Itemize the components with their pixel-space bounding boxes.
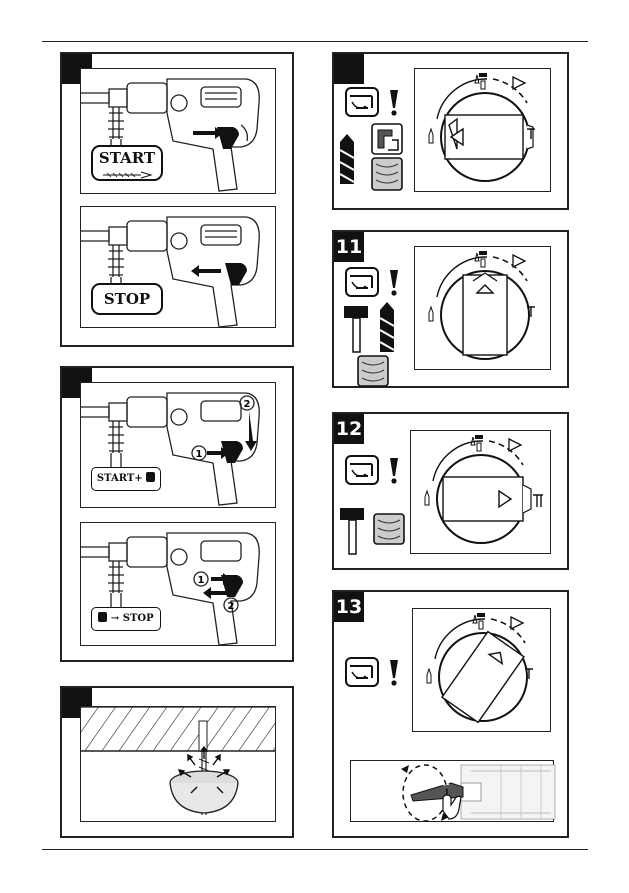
lock-icon: [98, 612, 107, 622]
chuck-icon: [351, 761, 555, 823]
material-stone-icon: [372, 158, 402, 190]
material-stone-icon: [374, 514, 404, 544]
stop-label-box: STOP: [91, 283, 163, 315]
figure-13: 13: [332, 590, 569, 838]
mode-dial-illustration: [412, 608, 551, 732]
step-2-label: 2: [228, 601, 235, 612]
unplug-warning-icon: [346, 88, 406, 118]
stop-label: STOP: [104, 290, 150, 308]
unplug-warning-icon: [346, 268, 406, 298]
start-lock-label-box: START+: [91, 467, 161, 491]
stop-lock-label-box: → STOP: [91, 607, 161, 631]
figure-number: 12: [334, 414, 364, 444]
hammer-icon: [340, 508, 368, 554]
figure-lock: 1 2 START+ 1: [60, 366, 294, 662]
chuck-release-illustration: [350, 760, 554, 822]
stop-lock-label: STOP: [123, 613, 154, 624]
lock-icon: [146, 472, 155, 482]
step-1-label: 1: [196, 449, 203, 460]
mode-dial-illustration: [414, 246, 551, 370]
dust-cup-icon: [81, 707, 276, 822]
mode-dial-illustration: [410, 430, 551, 554]
step-2-label: 2: [244, 399, 251, 410]
hammer-icon: [344, 306, 372, 352]
figure-number: [334, 54, 364, 84]
figure-start-stop: START ST: [60, 52, 294, 347]
figure-dust-cup: [60, 686, 294, 838]
figure-number: 13: [334, 592, 364, 622]
material-stone-icon: [358, 356, 388, 386]
drill-bit-icon: [103, 171, 153, 179]
mode-dial-illustration: [414, 68, 551, 192]
start-lock-label: START+: [97, 473, 143, 484]
mode-dial-icon: [415, 69, 551, 192]
start-label-box: START: [91, 145, 163, 181]
figure-number: 11: [334, 232, 364, 262]
ceiling-drilling-illustration: [80, 706, 276, 822]
figure-12: 12: [332, 412, 569, 570]
unplug-warning-icon: [346, 456, 406, 486]
step-1-label: 1: [198, 575, 205, 586]
drill-stop-illustration: STOP: [80, 206, 276, 328]
drill-lock-on-illustration: 1 2 START+: [80, 382, 276, 508]
top-rule: [42, 41, 588, 42]
figure-11: 11: [332, 230, 569, 388]
mode-dial-icon: [411, 431, 551, 554]
drill-lock-off-illustration: 1 2 → STOP: [80, 522, 276, 646]
bottom-rule: [42, 849, 588, 850]
chisel-tool-icon: [372, 124, 402, 154]
drill-start-illustration: START: [80, 68, 276, 194]
mode-dial-icon: [415, 247, 551, 370]
figure-10: [332, 52, 569, 210]
start-label: START: [99, 149, 155, 167]
drill-bit-icon: [340, 134, 354, 184]
drill-bit-icon: [380, 302, 394, 352]
unplug-warning-icon: [346, 658, 406, 688]
mode-dial-icon: [413, 609, 551, 732]
